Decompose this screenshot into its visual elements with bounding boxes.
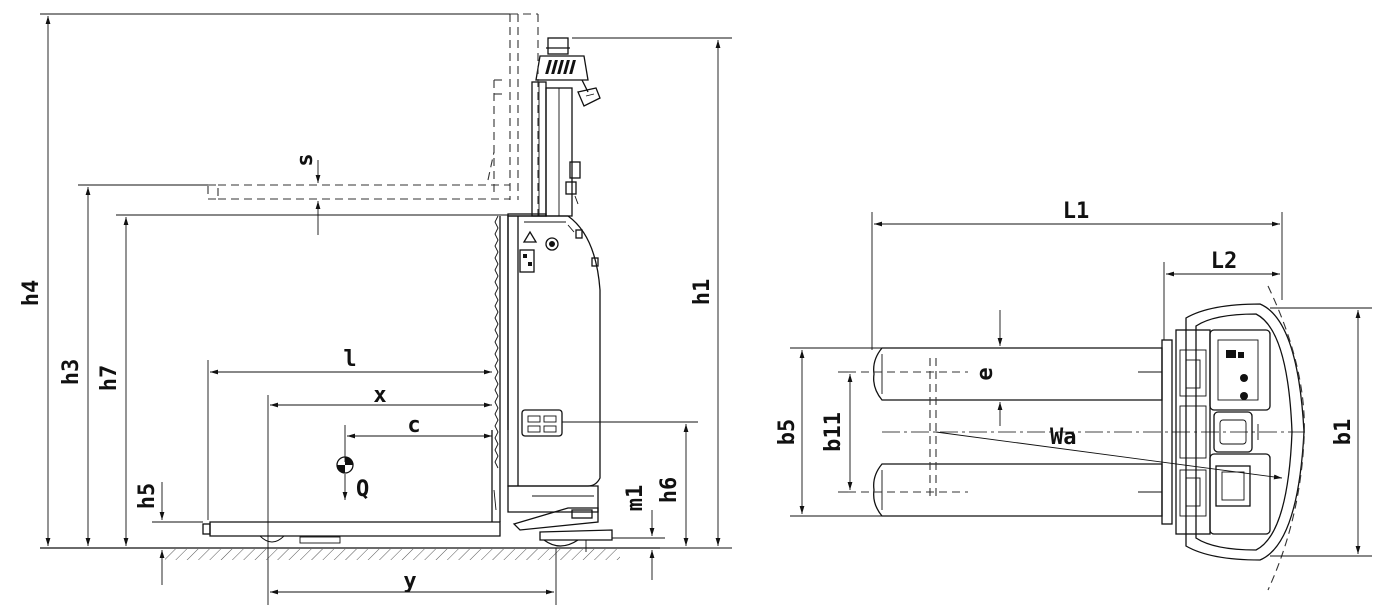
label-q: Q [356, 477, 369, 502]
ground-line [40, 547, 660, 560]
dim-c: c [344, 413, 492, 462]
dim-h4: h4 [19, 13, 510, 546]
label-h3: h3 [59, 359, 84, 386]
label-s: s [293, 153, 318, 166]
label-l1: L1 [1063, 199, 1090, 224]
lowered-forks [202, 430, 501, 544]
dim-h1: h1 [572, 37, 732, 549]
mast [531, 37, 601, 217]
dim-y: y [270, 548, 557, 605]
raised-forks [207, 13, 539, 216]
label-wa: Wa [1050, 425, 1077, 450]
dim-b1: b1 [1270, 307, 1372, 557]
dim-e: e [973, 310, 1003, 426]
label-h6: h6 [657, 477, 682, 504]
label-m1: m1 [623, 485, 648, 512]
label-e: e [973, 367, 998, 380]
turning-radius-arc [1267, 285, 1305, 591]
dim-h6: h6 [562, 421, 698, 546]
dim-s: s [293, 153, 321, 235]
dim-l: l [207, 347, 492, 520]
dim-h3: h3 [59, 184, 208, 546]
label-y: y [403, 569, 416, 594]
dim-l1: L1 [871, 199, 1283, 350]
label-c: c [407, 413, 420, 438]
label-h7: h7 [97, 365, 122, 392]
label-b5: b5 [775, 419, 800, 446]
truck-body [494, 213, 613, 552]
dim-wa: Wa [935, 425, 1283, 480]
dim-h5: h5 [135, 482, 203, 585]
top-view: L1 L2 b5 b11 e [775, 199, 1372, 591]
label-h4: h4 [19, 280, 44, 307]
label-x: x [373, 383, 386, 408]
label-h1: h1 [690, 279, 715, 306]
dim-b5: b5 [775, 347, 882, 517]
label-l2: L2 [1211, 249, 1238, 274]
top-forks-dashed [848, 358, 968, 500]
dim-h7: h7 [97, 214, 508, 546]
label-b11: b11 [821, 412, 846, 452]
dim-b11: b11 [821, 371, 853, 493]
dim-l2: L2 [1163, 249, 1280, 340]
label-l: l [343, 347, 356, 372]
label-h5: h5 [135, 483, 160, 510]
load-center-q: Q [336, 456, 369, 502]
side-view: h4 h3 h7 h5 s [19, 13, 732, 605]
dim-x: x [267, 383, 492, 605]
dim-m1: m1 [612, 485, 665, 580]
label-b1: b1 [1331, 419, 1356, 446]
top-truck-body [1138, 303, 1305, 561]
